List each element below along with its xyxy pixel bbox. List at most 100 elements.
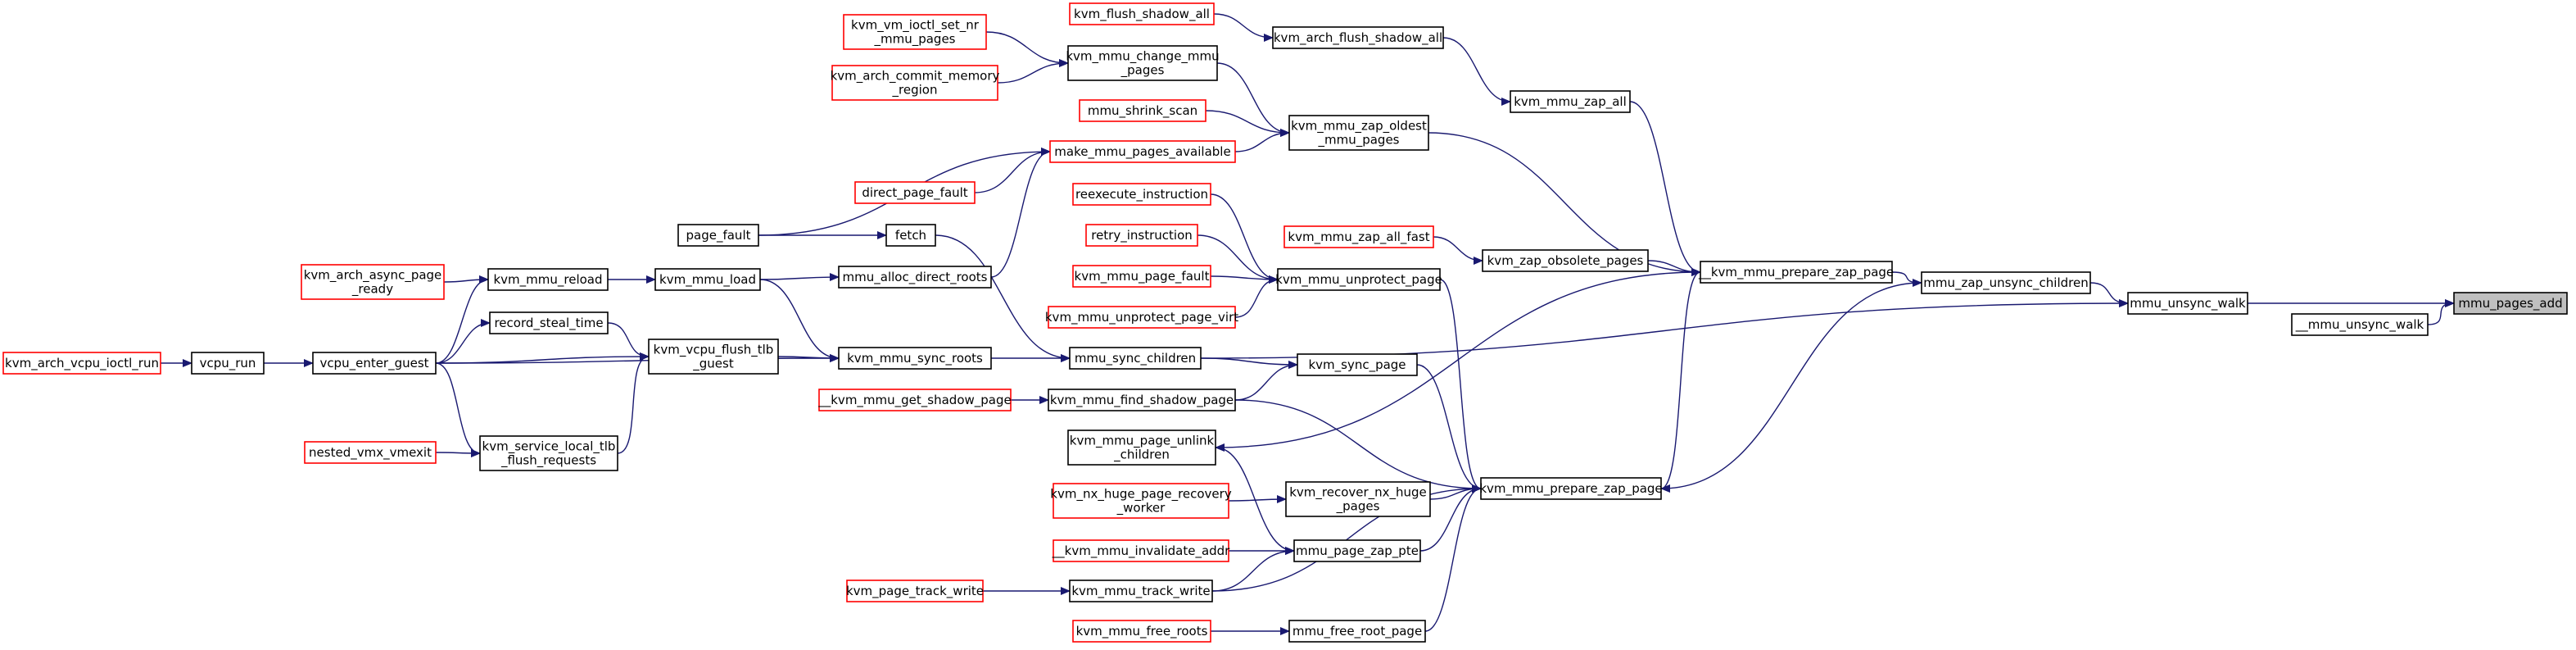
edge-kvm-sync-page-to-kvm-mmu-prepare-zap-page [1416, 364, 1482, 493]
node-vcpu-run[interactable]: vcpu_run [191, 352, 265, 375]
edge-vcpu-enter-guest-to-kvm-service-local-tlb-flush-requests [435, 362, 481, 457]
edges-layer [161, 13, 2455, 635]
node-kvm-service-local-tlb-flush-requests[interactable]: kvm_service_local_tlb_flush_requests [479, 435, 618, 471]
node-box [838, 347, 992, 370]
node-box [2127, 292, 2248, 315]
node-label: kvm_vcpu_flush_tlb [654, 343, 774, 358]
node-box [838, 266, 992, 289]
node-kvm-flush-shadow-all[interactable]: kvm_flush_shadow_all [1069, 2, 1215, 25]
node-box [1921, 271, 2091, 294]
node-kvm-arch-commit-memory-region[interactable]: kvm_arch_commit_memory_region [831, 65, 1000, 101]
node-kvm-mmu-load[interactable]: kvm_mmu_load [654, 268, 761, 291]
node-label: _ready [351, 282, 393, 298]
node-kvm-page-track-write[interactable]: kvm_page_track_write [846, 580, 984, 602]
node-box [1067, 45, 1218, 81]
node-box [654, 268, 761, 291]
node-dunder-kvm-mmu-prepare-zap-page[interactable]: __kvm_mmu_prepare_zap_page [1698, 261, 1894, 284]
node-box [191, 352, 265, 375]
node-box [1285, 481, 1431, 517]
node-box [479, 435, 618, 471]
node-box [1277, 268, 1441, 291]
node-label: fetch [895, 228, 926, 243]
node-vcpu-enter-guest[interactable]: vcpu_enter_guest [312, 352, 437, 375]
edge-kvm-mmu-prepare-zap-page-to-dunder-kvm-mmu-prepare-zap-page [1660, 268, 1701, 489]
edge-kvm-mmu-zap-all-fast-to-kvm-zap-obsolete-pages [1433, 236, 1483, 265]
node-label: kvm_mmu_zap_all_fast [1288, 230, 1429, 245]
node-kvm-mmu-find-shadow-page[interactable]: kvm_mmu_find_shadow_page [1048, 389, 1236, 411]
node-box [1700, 261, 1893, 284]
node-kvm-mmu-track-write[interactable]: kvm_mmu_track_write [1069, 580, 1213, 602]
node-label: kvm_mmu_change_mmu [1066, 49, 1219, 65]
node-label: kvm_mmu_reload [493, 272, 602, 288]
node-make-mmu-pages-available[interactable]: make_mmu_pages_available [1049, 140, 1236, 163]
node-label: reexecute_instruction [1075, 187, 1208, 202]
edge-vcpu-enter-guest-to-record-steal-time [435, 319, 491, 364]
node-mmu-sync-children[interactable]: mmu_sync_children [1069, 347, 1202, 370]
node-kvm-mmu-page-fault[interactable]: kvm_mmu_page_fault [1072, 265, 1211, 288]
node-label: mmu_free_root_page [1293, 624, 1422, 639]
node-kvm-mmu-unprotect-page[interactable]: kvm_mmu_unprotect_page [1275, 268, 1442, 291]
edge-mmu-alloc-direct-roots-to-make-mmu-pages-available [990, 148, 1051, 278]
node-direct-page-fault[interactable]: direct_page_fault [854, 181, 976, 204]
node-kvm-nx-huge-page-recovery-worker[interactable]: kvm_nx_huge_page_recovery_worker [1050, 483, 1232, 519]
edge-kvm-mmu-find-shadow-page-to-kvm-sync-page [1234, 361, 1298, 401]
node-label: page_fault [686, 228, 751, 243]
node-label: kvm_mmu_sync_roots [847, 351, 983, 366]
edge-kvm-mmu-zap-all-to-dunder-kvm-mmu-prepare-zap-page [1629, 101, 1701, 276]
node-nested-vmx-vmexit[interactable]: nested_vmx_vmexit [304, 441, 437, 464]
node-kvm-mmu-prepare-zap-page[interactable]: kvm_mmu_prepare_zap_page [1479, 477, 1663, 500]
node-kvm-vcpu-flush-tlb-guest[interactable]: kvm_vcpu_flush_tlb_guest [648, 339, 779, 375]
node-kvm-mmu-change-mmu-pages[interactable]: kvm_mmu_change_mmu_pages [1066, 45, 1220, 81]
edge-kvm-mmu-load-to-mmu-alloc-direct-roots [759, 273, 840, 282]
node-kvm-sync-page[interactable]: kvm_sync_page [1297, 353, 1418, 376]
edge-mmu-zap-unsync-children-to-kvm-mmu-prepare-zap-page [1660, 282, 1922, 493]
node-kvm-mmu-zap-all-fast[interactable]: kvm_mmu_zap_all_fast [1283, 225, 1434, 248]
node-label: mmu_shrink_scan [1088, 103, 1197, 119]
node-label: kvm_vm_ioctl_set_nr [851, 18, 980, 34]
node-kvm-mmu-zap-all[interactable]: kvm_mmu_zap_all [1510, 90, 1631, 113]
node-dunder-kvm-mmu-get-shadow-page[interactable]: __kvm_mmu_get_shadow_page [817, 389, 1012, 411]
edge-mmu-shrink-scan-to-kvm-mmu-zap-oldest-mmu-pages [1205, 110, 1290, 137]
node-mmu-alloc-direct-roots[interactable]: mmu_alloc_direct_roots [838, 266, 992, 289]
node-kvm-mmu-zap-oldest-mmu-pages[interactable]: kvm_mmu_zap_oldest_mmu_pages [1288, 115, 1429, 151]
node-label: retry_instruction [1091, 228, 1193, 243]
node-kvm-mmu-reload[interactable]: kvm_mmu_reload [487, 268, 609, 291]
node-kvm-arch-flush-shadow-all[interactable]: kvm_arch_flush_shadow_all [1272, 26, 1444, 49]
node-mmu-unsync-walk[interactable]: mmu_unsync_walk [2127, 292, 2248, 315]
node-box [831, 65, 998, 101]
node-mmu-page-zap-pte[interactable]: mmu_page_zap_pte [1293, 539, 1421, 562]
node-label: mmu_pages_add [2458, 296, 2562, 311]
node-label: kvm_arch_flush_shadow_all [1274, 30, 1442, 46]
node-kvm-mmu-free-roots[interactable]: kvm_mmu_free_roots [1072, 620, 1211, 643]
node-kvm-mmu-sync-roots[interactable]: kvm_mmu_sync_roots [838, 347, 992, 370]
node-dunder-mmu-unsync-walk[interactable]: __mmu_unsync_walk [2291, 313, 2429, 336]
node-mmu-zap-unsync-children[interactable]: mmu_zap_unsync_children [1921, 271, 2091, 294]
node-label: __kvm_mmu_get_shadow_page [817, 393, 1011, 408]
node-page-fault[interactable]: page_fault [677, 224, 759, 247]
node-dunder-kvm-mmu-invalidate-addr[interactable]: __kvm_mmu_invalidate_addr [1052, 539, 1231, 562]
node-label: _pages [1120, 63, 1165, 79]
node-mmu-free-root-page[interactable]: mmu_free_root_page [1288, 620, 1426, 643]
node-kvm-vm-ioctl-set-nr-mmu-pages[interactable]: kvm_vm_ioctl_set_nr_mmu_pages [843, 14, 987, 50]
node-box [2291, 313, 2429, 336]
edge-kvm-vm-ioctl-set-nr-mmu-pages-to-kvm-mmu-change-mmu-pages [985, 31, 1069, 67]
node-retry-instruction[interactable]: retry_instruction [1085, 224, 1198, 247]
node-kvm-mmu-page-unlink-children[interactable]: kvm_mmu_page_unlink_children [1067, 430, 1216, 466]
node-kvm-arch-async-page-ready[interactable]: kvm_arch_async_page_ready [301, 264, 445, 300]
edge-kvm-mmu-zap-oldest-mmu-pages-to-dunder-kvm-mmu-prepare-zap-page [1428, 132, 1701, 276]
node-box [1079, 99, 1207, 122]
node-box [885, 224, 936, 247]
node-kvm-arch-vcpu-ioctl-run[interactable]: kvm_arch_vcpu_ioctl_run [2, 352, 161, 375]
node-label: kvm_mmu_unprotect_page_virt [1045, 310, 1238, 325]
node-label: _children [1113, 448, 1170, 463]
node-reexecute-instruction[interactable]: reexecute_instruction [1072, 183, 1211, 206]
node-kvm-recover-nx-huge-pages[interactable]: kvm_recover_nx_huge_pages [1285, 481, 1431, 517]
node-record-steal-time[interactable]: record_steal_time [489, 311, 609, 334]
node-mmu-shrink-scan[interactable]: mmu_shrink_scan [1079, 99, 1207, 122]
node-kvm-mmu-unprotect-page-virt[interactable]: kvm_mmu_unprotect_page_virt [1045, 306, 1238, 329]
node-mmu-pages-add[interactable]: mmu_pages_add [2453, 292, 2568, 315]
node-fetch[interactable]: fetch [885, 224, 936, 247]
node-box [1069, 347, 1202, 370]
node-kvm-zap-obsolete-pages[interactable]: kvm_zap_obsolete_pages [1482, 249, 1649, 272]
node-label: _mmu_pages [873, 32, 955, 48]
